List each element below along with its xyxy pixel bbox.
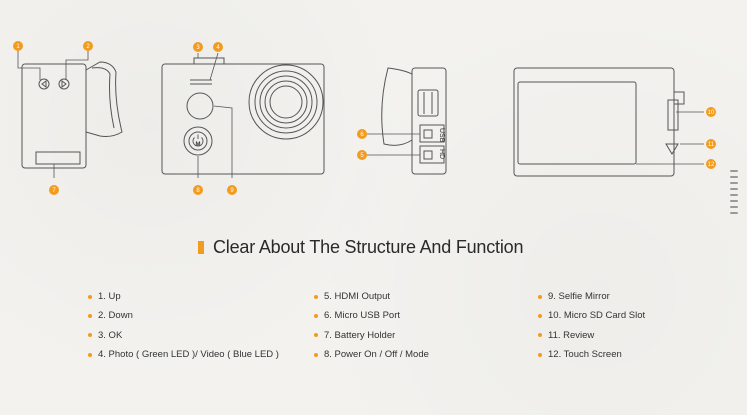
legend-item: 1. Up	[88, 287, 279, 306]
legend-item: 2. Down	[88, 306, 279, 325]
title-accent-mark	[198, 240, 204, 254]
callout-badges: 1 2 3 4 5 6 7 8 9 10 11 12	[13, 41, 716, 195]
bullet-dot	[538, 313, 542, 318]
section-title: Clear About The Structure And Function	[198, 234, 523, 260]
callout-badge: 7	[49, 185, 59, 195]
legend-column-3: 9. Selfie Mirror 10. Micro SD Card Slot …	[538, 287, 645, 364]
scroll-tick	[730, 194, 738, 196]
svg-text:8: 8	[196, 188, 200, 194]
camera-side-view	[21, 61, 123, 169]
svg-text:5: 5	[360, 153, 364, 159]
svg-text:12: 12	[708, 162, 715, 168]
legend-item: 10. Micro SD Card Slot	[538, 306, 645, 325]
bullet-dot	[88, 313, 92, 318]
usb-port-label: USB	[438, 128, 445, 143]
scroll-tick	[730, 188, 738, 190]
legend-item: 8. Power On / Off / Mode	[314, 345, 429, 364]
svg-text:4: 4	[216, 45, 220, 51]
legend-text: 1. Up	[98, 291, 121, 303]
bullet-dot	[314, 352, 318, 357]
legend-item: 11. Review	[538, 326, 645, 345]
bullet-dot	[314, 333, 318, 338]
legend-text: 5. HDMI Output	[324, 291, 390, 303]
callout-badge: 1	[13, 41, 23, 51]
bullet-dot	[314, 294, 318, 299]
svg-text:2: 2	[86, 44, 90, 50]
legend-text: 9. Selfie Mirror	[548, 291, 610, 303]
callout-badge: 3	[193, 42, 203, 52]
callout-badge: 4	[213, 42, 223, 52]
bullet-dot	[538, 294, 542, 299]
scroll-tick	[730, 170, 738, 172]
legend-item: 9. Selfie Mirror	[538, 287, 645, 306]
legend-text: 6. Micro USB Port	[324, 310, 401, 322]
callout-badge: 12	[706, 159, 716, 169]
scroll-tick	[730, 212, 738, 214]
legend-text: 8. Power On / Off / Mode	[324, 349, 429, 361]
legend-text: 3. OK	[98, 329, 123, 341]
scroll-tick	[730, 182, 738, 184]
legend-text: 10. Micro SD Card Slot	[548, 310, 646, 322]
bullet-dot	[88, 352, 92, 357]
camera-rear-view	[513, 67, 685, 177]
camera-ports-view	[381, 67, 447, 175]
legend-item: 7. Battery Holder	[314, 326, 429, 345]
legend-text: 11. Review	[548, 329, 595, 341]
svg-text:6: 6	[360, 132, 364, 138]
legend-item: 3. OK	[88, 326, 279, 345]
svg-text:11: 11	[708, 142, 715, 148]
legend-item: 4. Photo ( Green LED )/ Video ( Blue LED…	[88, 345, 279, 364]
scroll-tick	[730, 176, 738, 178]
scroll-tick	[730, 200, 738, 202]
bullet-dot	[538, 333, 542, 338]
hdmi-port-label: HD	[438, 149, 445, 159]
callout-badge: 2	[83, 41, 93, 51]
scroll-tick	[730, 206, 738, 208]
camera-front-view	[161, 57, 325, 175]
bullet-dot	[538, 352, 542, 357]
svg-text:M: M	[196, 142, 201, 148]
bullet-dot	[314, 313, 318, 318]
power-mode-icon: M	[192, 134, 204, 148]
callout-badge: 8	[193, 185, 203, 195]
leader-lines	[17, 48, 704, 178]
legend-text: 2. Down	[98, 310, 133, 322]
section-title-text: Clear About The Structure And Function	[213, 236, 524, 257]
svg-text:10: 10	[708, 110, 715, 116]
legend-item: 12. Touch Screen	[538, 345, 645, 364]
bullet-dot	[88, 294, 92, 299]
svg-text:1: 1	[16, 44, 20, 50]
svg-text:9: 9	[230, 188, 234, 194]
legend-column-2: 5. HDMI Output 6. Micro USB Port 7. Batt…	[314, 287, 429, 364]
callout-badge: 9	[227, 185, 237, 195]
legend-item: 5. HDMI Output	[314, 287, 429, 306]
side-scroll-indicator[interactable]	[730, 170, 738, 218]
legend-column-1: 1. Up 2. Down 3. OK 4. Photo ( Green LED…	[88, 287, 279, 364]
callout-badge: 5	[357, 150, 367, 160]
svg-text:3: 3	[196, 45, 200, 51]
legend-item: 6. Micro USB Port	[314, 306, 429, 325]
callout-badge: 10	[706, 107, 716, 117]
legend-text: 7. Battery Holder	[324, 329, 396, 341]
legend-text: 4. Photo ( Green LED )/ Video ( Blue LED…	[98, 349, 279, 361]
svg-text:7: 7	[52, 188, 56, 194]
callout-badge: 6	[357, 129, 367, 139]
bullet-dot	[88, 333, 92, 338]
callout-badge: 11	[706, 139, 716, 149]
legend-text: 12. Touch Screen	[548, 349, 622, 361]
